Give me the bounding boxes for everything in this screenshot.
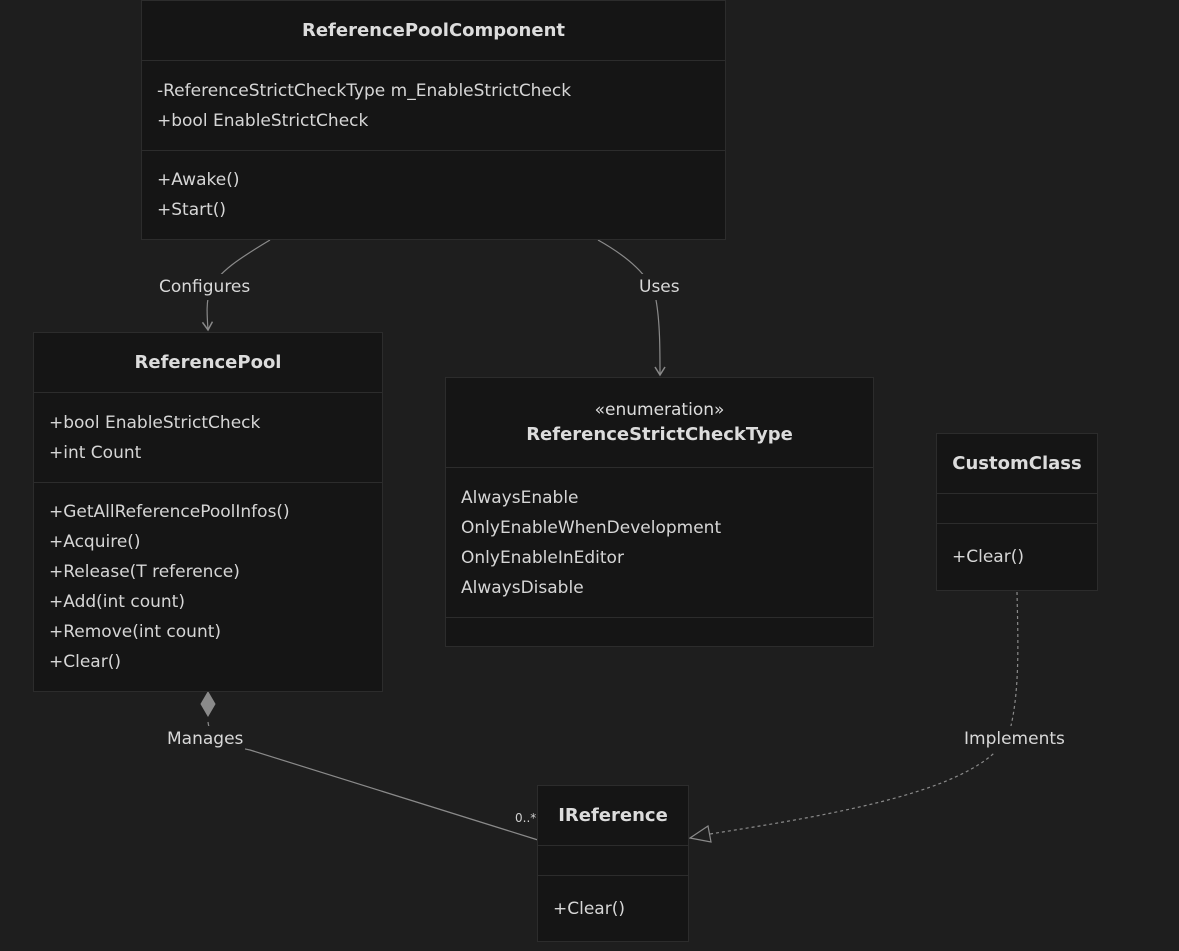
method: +Acquire() [49,532,141,552]
enum-value: OnlyEnableInEditor [461,547,624,568]
attribute: +bool EnableStrictCheck [157,110,369,131]
class-name: ReferencePool [134,352,282,373]
methods-section: +Clear() [937,524,1097,590]
multiplicity-label: 0..* [515,811,537,825]
enum-reference-strict-check-type[interactable]: «enumeration» ReferenceStrictCheckType A… [445,377,874,647]
attribute: +bool EnableStrictCheck [49,412,261,433]
method: +Add(int count) [49,592,185,612]
method: +Clear() [49,652,121,672]
interface-ireference[interactable]: IReference +Clear() [537,785,689,942]
method: +Clear() [952,547,1024,567]
class-name: CustomClass [952,453,1082,474]
enum-values-section: AlwaysEnable OnlyEnableWhenDevelopment O… [446,468,873,618]
edge-label-configures: Configures [157,274,253,300]
class-header: «enumeration» ReferenceStrictCheckType [446,378,873,468]
class-header: ReferencePool [34,333,382,393]
attribute: +int Count [49,442,142,463]
enum-value: OnlyEnableWhenDevelopment [461,517,722,538]
method: +Start() [157,200,227,220]
enum-value: AlwaysEnable [461,487,579,508]
class-custom-class[interactable]: CustomClass +Clear() [936,433,1098,591]
attribute: -ReferenceStrictCheckType m_EnableStrict… [157,80,572,101]
edge-uses [597,239,666,377]
class-reference-pool[interactable]: ReferencePool +bool EnableStrictCheck +i… [33,332,383,692]
methods-section: +Awake() +Start() [142,151,725,239]
methods-section [446,618,873,646]
class-name: IReference [558,805,668,826]
attributes-section: -ReferenceStrictCheckType m_EnableStrict… [142,61,725,151]
attributes-section [937,494,1097,524]
class-header: IReference [538,786,688,846]
enum-value: AlwaysDisable [461,577,584,598]
edge-manages [207,721,539,841]
composition-diamond-icon [200,691,216,717]
edge-implements [709,591,1019,835]
methods-section: +Clear() [538,876,688,941]
class-name: ReferenceStrictCheckType [526,424,793,445]
methods-section: +GetAllReferencePoolInfos() +Acquire() +… [34,483,382,691]
edge-label-uses: Uses [637,274,682,300]
method: +Awake() [157,170,240,190]
method: +Release(T reference) [49,562,240,582]
class-header: CustomClass [937,434,1097,494]
realization-triangle-icon [688,824,712,843]
method: +GetAllReferencePoolInfos() [49,502,290,522]
edge-label-manages: Manages [165,726,246,752]
method: +Clear() [553,898,625,919]
stereotype: «enumeration» [594,400,725,420]
class-reference-pool-component[interactable]: ReferencePoolComponent -ReferenceStrictC… [141,0,726,240]
method: +Remove(int count) [49,622,222,642]
class-header: ReferencePoolComponent [142,1,725,61]
attributes-section [538,846,688,876]
edge-label-implements: Implements [962,726,1067,752]
class-name: ReferencePoolComponent [301,20,565,41]
attributes-section: +bool EnableStrictCheck +int Count [34,393,382,483]
